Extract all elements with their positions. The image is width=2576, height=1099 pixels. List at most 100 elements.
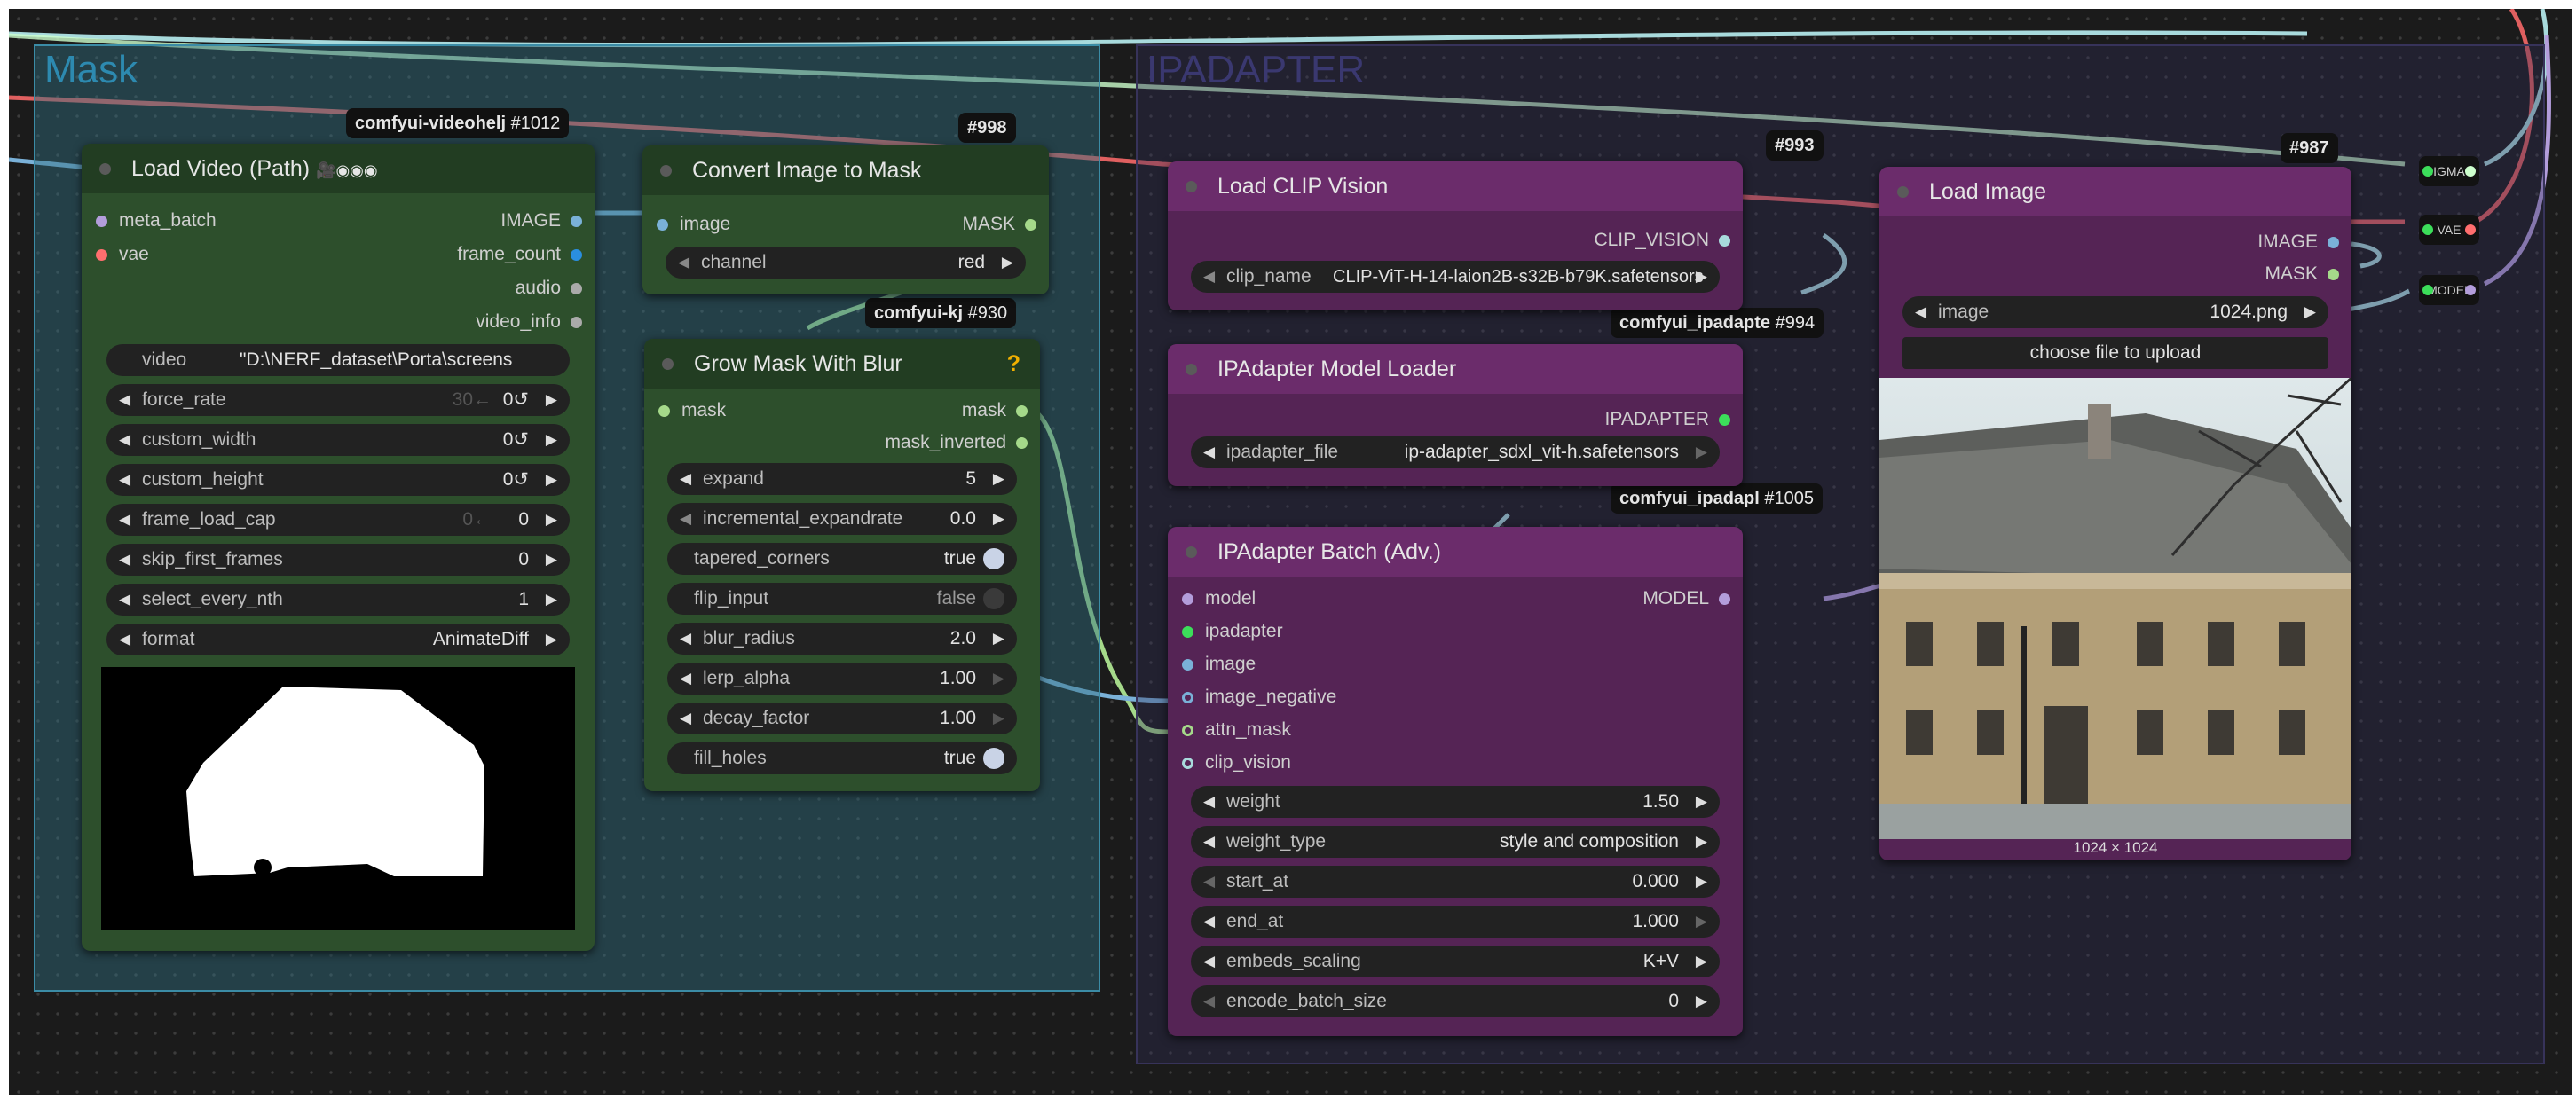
frame-count-socket-icon[interactable] [571,249,582,261]
image-output-socket-icon[interactable] [571,216,582,227]
load-video-header[interactable]: Load Video (Path) 🎥◉◉◉ [82,144,595,193]
video-info-socket-icon[interactable] [571,317,582,328]
increment-arrow-icon[interactable]: ▶ [1695,833,1707,850]
decrement-arrow-icon[interactable]: ◀ [1203,793,1216,810]
decrement-arrow-icon[interactable]: ◀ [680,710,692,726]
decrement-arrow-icon[interactable]: ◀ [119,471,131,488]
model-output-socket-icon[interactable] [1719,593,1730,605]
clip-vision-output-socket-icon[interactable] [1719,235,1730,247]
upload-button[interactable]: choose file to upload [1902,337,2328,369]
decrement-arrow-icon[interactable]: ◀ [119,431,131,448]
video-path-field[interactable]: video"D:\NERF_dataset\Porta\screens [106,344,570,376]
reroute-output-dot-icon[interactable] [2465,285,2476,295]
increment-arrow-icon[interactable]: ▶ [1695,793,1707,810]
reroute-input-dot-icon[interactable] [2422,166,2433,177]
meta-batch-socket-icon[interactable] [96,216,107,227]
collapse-dot-icon[interactable] [1186,546,1197,558]
increment-arrow-icon[interactable]: ▶ [1695,953,1707,969]
ip-loader-header[interactable]: IPAdapter Model Loader [1168,344,1743,394]
node-canvas[interactable]: Mask IPADAPTER comfyui-videohelj #1012 #… [9,9,2572,1095]
ip-batch-header[interactable]: IPAdapter Batch (Adv.) [1168,527,1743,577]
toggle-on-icon[interactable] [983,748,1004,769]
collapse-dot-icon[interactable] [1897,186,1909,198]
image-input-socket-icon[interactable] [657,219,668,231]
increment-arrow-icon[interactable]: ▶ [1695,444,1707,460]
mask-output-socket-icon[interactable] [1016,405,1028,417]
convert-header[interactable]: Convert Image to Mask [642,145,1049,195]
decrement-arrow-icon[interactable]: ◀ [1203,913,1216,930]
ipadapter-model-loader-node[interactable]: IPAdapter Model Loader IPADAPTER ◀ipadap… [1168,344,1743,486]
ipadapter-output-socket-icon[interactable] [1719,414,1730,426]
vae-socket-icon[interactable] [96,249,107,261]
decrement-arrow-icon[interactable]: ◀ [680,470,692,487]
grow-header[interactable]: Grow Mask With Blur? [644,339,1040,389]
decrement-arrow-icon[interactable]: ◀ [119,511,131,528]
decrement-arrow-icon[interactable]: ◀ [119,591,131,608]
decrement-arrow-icon[interactable]: ◀ [1203,268,1216,285]
increment-arrow-icon[interactable]: ▶ [545,631,557,648]
decrement-arrow-icon[interactable]: ◀ [1915,303,1927,320]
model-input-socket-icon[interactable] [1182,593,1193,605]
decrement-arrow-icon[interactable]: ◀ [119,391,131,408]
collapse-dot-icon[interactable] [662,358,674,370]
decrement-arrow-icon[interactable]: ◀ [678,254,690,271]
decrement-arrow-icon[interactable]: ◀ [119,551,131,568]
load-image-header[interactable]: Load Image [1879,167,2351,216]
mask-inverted-socket-icon[interactable] [1016,437,1028,449]
reroute-output-dot-icon[interactable] [2465,166,2476,177]
increment-arrow-icon[interactable]: ▶ [545,471,557,488]
increment-arrow-icon[interactable]: ▶ [545,431,557,448]
decrement-arrow-icon[interactable]: ◀ [1203,873,1216,890]
increment-arrow-icon[interactable]: ▶ [1695,873,1707,890]
increment-arrow-icon[interactable]: ▶ [1695,993,1707,1009]
ipadapter-input-socket-icon[interactable] [1182,626,1193,638]
toggle-off-icon[interactable] [983,588,1004,609]
increment-arrow-icon[interactable]: ▶ [992,670,1004,687]
reroute-model[interactable]: MODEL [2419,275,2479,305]
clip-vision-header[interactable]: Load CLIP Vision [1168,161,1743,211]
increment-arrow-icon[interactable]: ▶ [992,710,1004,726]
clip-vision-input-socket-icon[interactable] [1182,758,1193,769]
increment-arrow-icon[interactable]: ▶ [992,630,1004,647]
increment-arrow-icon[interactable]: ▶ [1695,268,1707,285]
decrement-arrow-icon[interactable]: ◀ [1203,833,1216,850]
image-output-socket-icon[interactable] [2328,237,2339,248]
decrement-arrow-icon[interactable]: ◀ [1203,444,1216,460]
decrement-arrow-icon[interactable]: ◀ [119,631,131,648]
decrement-arrow-icon[interactable]: ◀ [680,670,692,687]
decrement-arrow-icon[interactable]: ◀ [1203,993,1216,1009]
collapse-dot-icon[interactable] [1186,181,1197,192]
increment-arrow-icon[interactable]: ▶ [1001,254,1013,271]
reroute-input-dot-icon[interactable] [2422,285,2433,295]
decrement-arrow-icon[interactable]: ◀ [680,630,692,647]
reroute-output-dot-icon[interactable] [2465,224,2476,235]
mask-output-socket-icon[interactable] [2328,269,2339,280]
decrement-arrow-icon[interactable]: ◀ [1203,953,1216,969]
attn-mask-socket-icon[interactable] [1182,725,1193,736]
increment-arrow-icon[interactable]: ▶ [545,391,557,408]
collapse-dot-icon[interactable] [1186,364,1197,375]
increment-arrow-icon[interactable]: ▶ [992,510,1004,527]
increment-arrow-icon[interactable]: ▶ [545,511,557,528]
increment-arrow-icon[interactable]: ▶ [2304,303,2316,320]
mask-input-socket-icon[interactable] [658,405,670,417]
mask-output-socket-icon[interactable] [1025,219,1036,231]
